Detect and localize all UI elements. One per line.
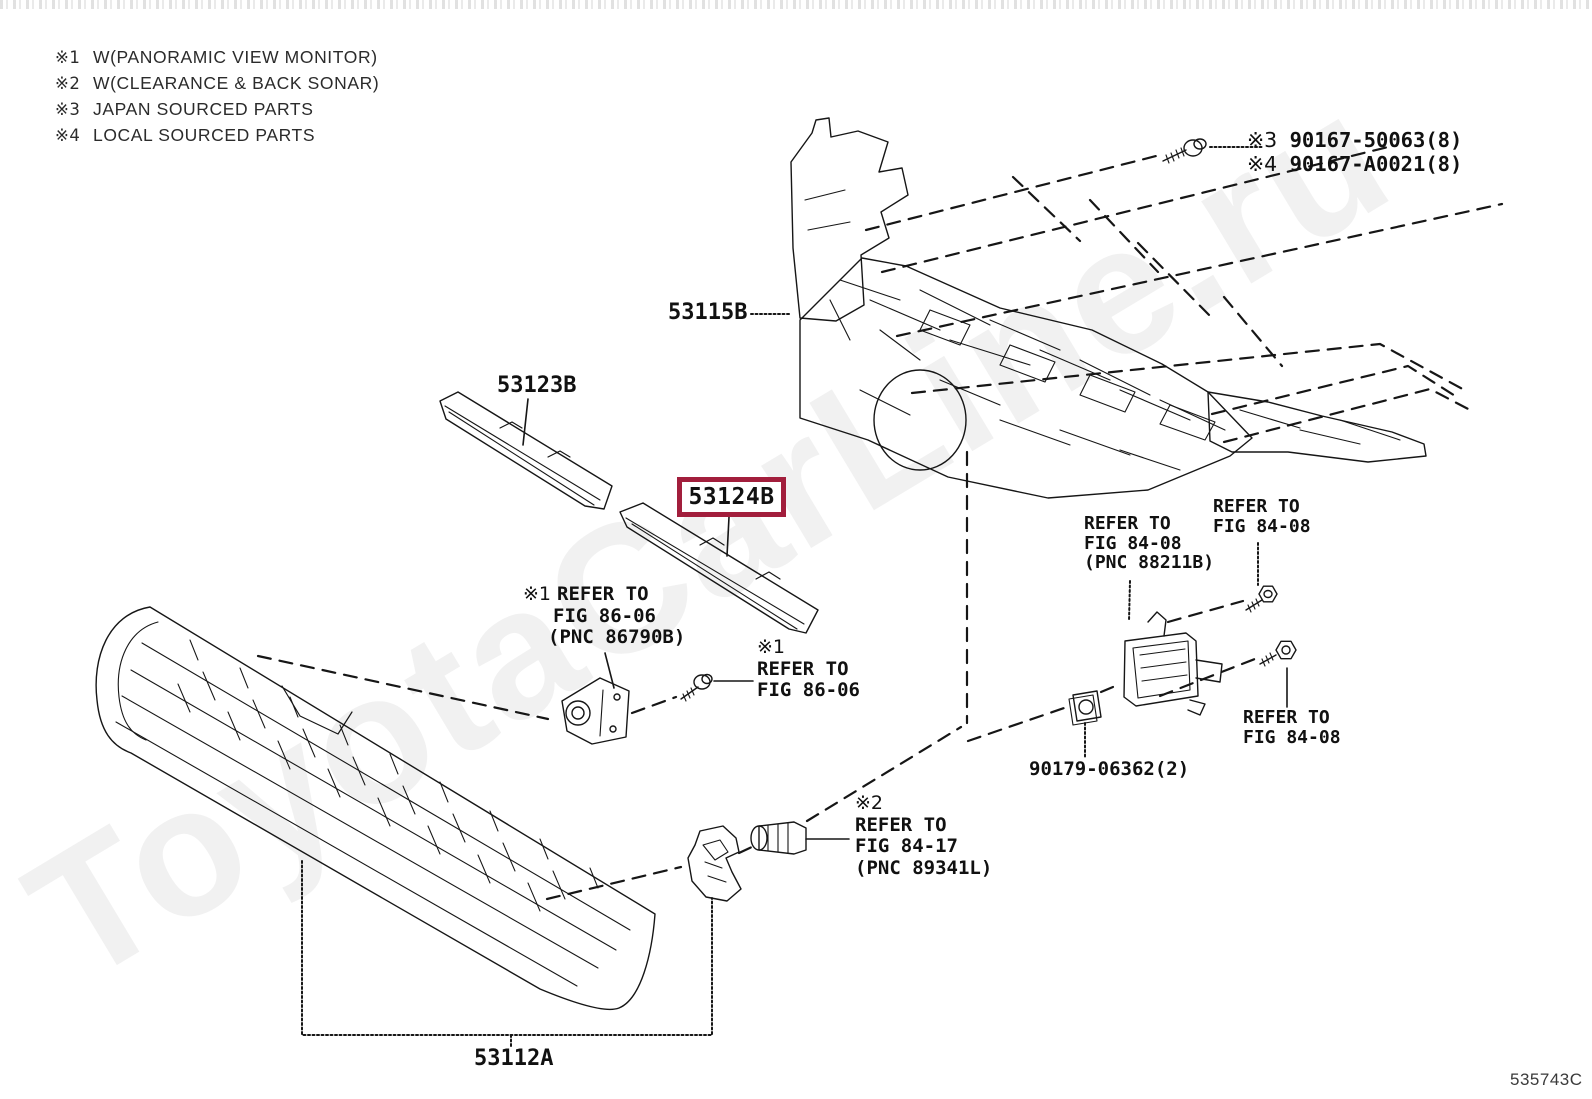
dashed-grille-to-camera [256,654,550,721]
legend-mark: ※1 [55,47,81,67]
camera-art [561,677,630,745]
legend-text: JAPAN SOURCED PARTS [93,98,314,119]
bolt-upper-art [1245,585,1278,613]
leader-53124b [726,516,730,557]
legend-text: LOCAL SOURCED PARTS [93,124,316,145]
ref-note-bolt-lower: REFER TO FIG 84-08 [1243,707,1341,748]
legend-item: ※1 W(PANORAMIC VIEW MONITOR) [55,44,379,70]
ref-note-camera-screw: ※1 REFER TO FIG 86-06 [757,636,860,701]
part-label-53112a[interactable]: 53112A [474,1046,554,1071]
highlight-box-53124b[interactable]: 53124B [677,477,786,517]
camera-screw-art [680,673,713,702]
molding-lower-art [619,502,819,634]
legend-item: ※4 LOCAL SOURCED PARTS [55,122,379,148]
legend: ※1 W(PANORAMIC VIEW MONITOR) ※2 W(CLEARANC… [55,44,379,148]
legend-text: W(CLEARANCE & BACK SONAR) [93,72,380,93]
grille-art [95,606,656,1011]
dashed-sonar-up [805,725,963,823]
dashed-grille-to-bracket [545,865,683,901]
part-label-53124b: 53124B [688,484,775,510]
molding-upper-art [439,391,613,510]
dashed-lines [256,144,1504,901]
part-label-53115b[interactable]: 53115B [668,300,748,325]
leader-camera-ref [604,652,615,689]
ref-note-sonar: ※2 REFER TO FIG 84-17 (PNC 89341L) [855,792,993,879]
grommet-art [1068,690,1102,726]
ref-mark: ※2 [855,792,884,814]
legend-item: ※3 JAPAN SOURCED PARTS [55,96,379,122]
legend-mark: ※2 [55,73,81,93]
cover-panel-art [790,117,1427,499]
legend-mark: ※3 [55,99,81,119]
part-label-90179-06362[interactable]: 90179-06362(2) [1029,758,1190,780]
legend-item: ※2 W(CLEARANCE & BACK SONAR) [55,70,379,96]
diagram-code: 535743C [1510,1070,1583,1089]
ref-mark: ※1 [757,636,786,658]
dashed-to-grommet [966,704,1072,743]
scan-noise-strip [0,0,1592,9]
dashed-radar-to-bolt-lower [1158,655,1262,698]
radar-sensor-art [1123,611,1223,716]
leader-radar-ref [1128,580,1131,622]
ref-mark: ※1 [523,583,552,605]
dashed-radar-to-bolt-upper [1166,599,1245,624]
leader-lines-dotted [301,146,1263,1047]
sonar-bracket-art [687,825,742,902]
ref-note-bolt-upper: REFER TO FIG 84-08 [1213,496,1311,537]
ref-mark: ※3 [1247,128,1278,152]
legend-text: W(PANORAMIC VIEW MONITOR) [93,46,378,67]
part-label-53123b[interactable]: 53123B [497,373,577,398]
bracket-53112a [301,860,713,1047]
top-screw-art [1162,138,1207,164]
bolt-lower-art [1259,640,1297,667]
leader-lines-solid [522,398,1288,840]
legend-mark: ※4 [55,125,81,145]
ref-note-radar: REFER TO FIG 84-08 (PNC 88211B) [1084,513,1215,573]
part-label-90167-a0021[interactable]: ※4 90167-A0021(8) [1247,152,1463,176]
part-label-90167-50063[interactable]: ※3 90167-50063(8) [1247,128,1463,152]
sonar-sensor-art [750,821,807,855]
ref-mark: ※4 [1247,152,1278,176]
leader-53123b [522,398,529,446]
